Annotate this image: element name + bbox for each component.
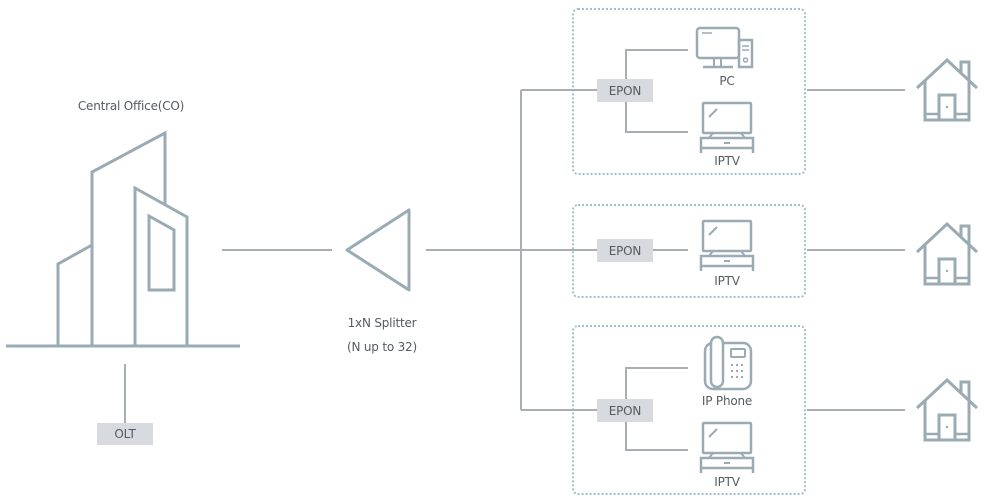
device-label-pc: PC — [719, 74, 735, 88]
epon-3-to-iptv-line — [625, 420, 688, 451]
desktop-pc-icon — [695, 26, 754, 69]
central-office-label: Central Office(CO) — [77, 99, 185, 113]
house-icon — [915, 378, 979, 442]
building-icon — [6, 130, 240, 348]
epon-3-to-phone-line — [625, 367, 688, 400]
house-icon — [915, 58, 979, 122]
device-label-iptv: IPTV — [714, 274, 740, 288]
connection-lines — [124, 49, 905, 451]
olt-tag: OLT — [97, 423, 153, 445]
house-icon — [915, 222, 979, 286]
epon-1-to-pc-line — [625, 49, 688, 80]
triangle-splitter-icon — [345, 208, 411, 292]
epon-tag-1: EPON — [597, 79, 653, 102]
epon-tag-2: EPON — [597, 239, 653, 262]
group-box-1 — [572, 8, 806, 175]
desk-phone-icon — [703, 335, 753, 391]
epon-1-to-iptv-line — [625, 100, 688, 133]
tv-icon — [699, 219, 755, 273]
device-label-ip-phone: IP Phone — [701, 394, 753, 408]
epon-tag-3: EPON — [597, 399, 653, 422]
tv-icon — [699, 421, 755, 475]
device-label-iptv: IPTV — [714, 154, 740, 168]
splitter-label-line1: 1xN Splitter — [347, 316, 417, 330]
tv-icon — [699, 101, 755, 155]
device-label-iptv: IPTV — [714, 475, 740, 489]
splitter-label-line2: (N up to 32) — [347, 340, 417, 354]
